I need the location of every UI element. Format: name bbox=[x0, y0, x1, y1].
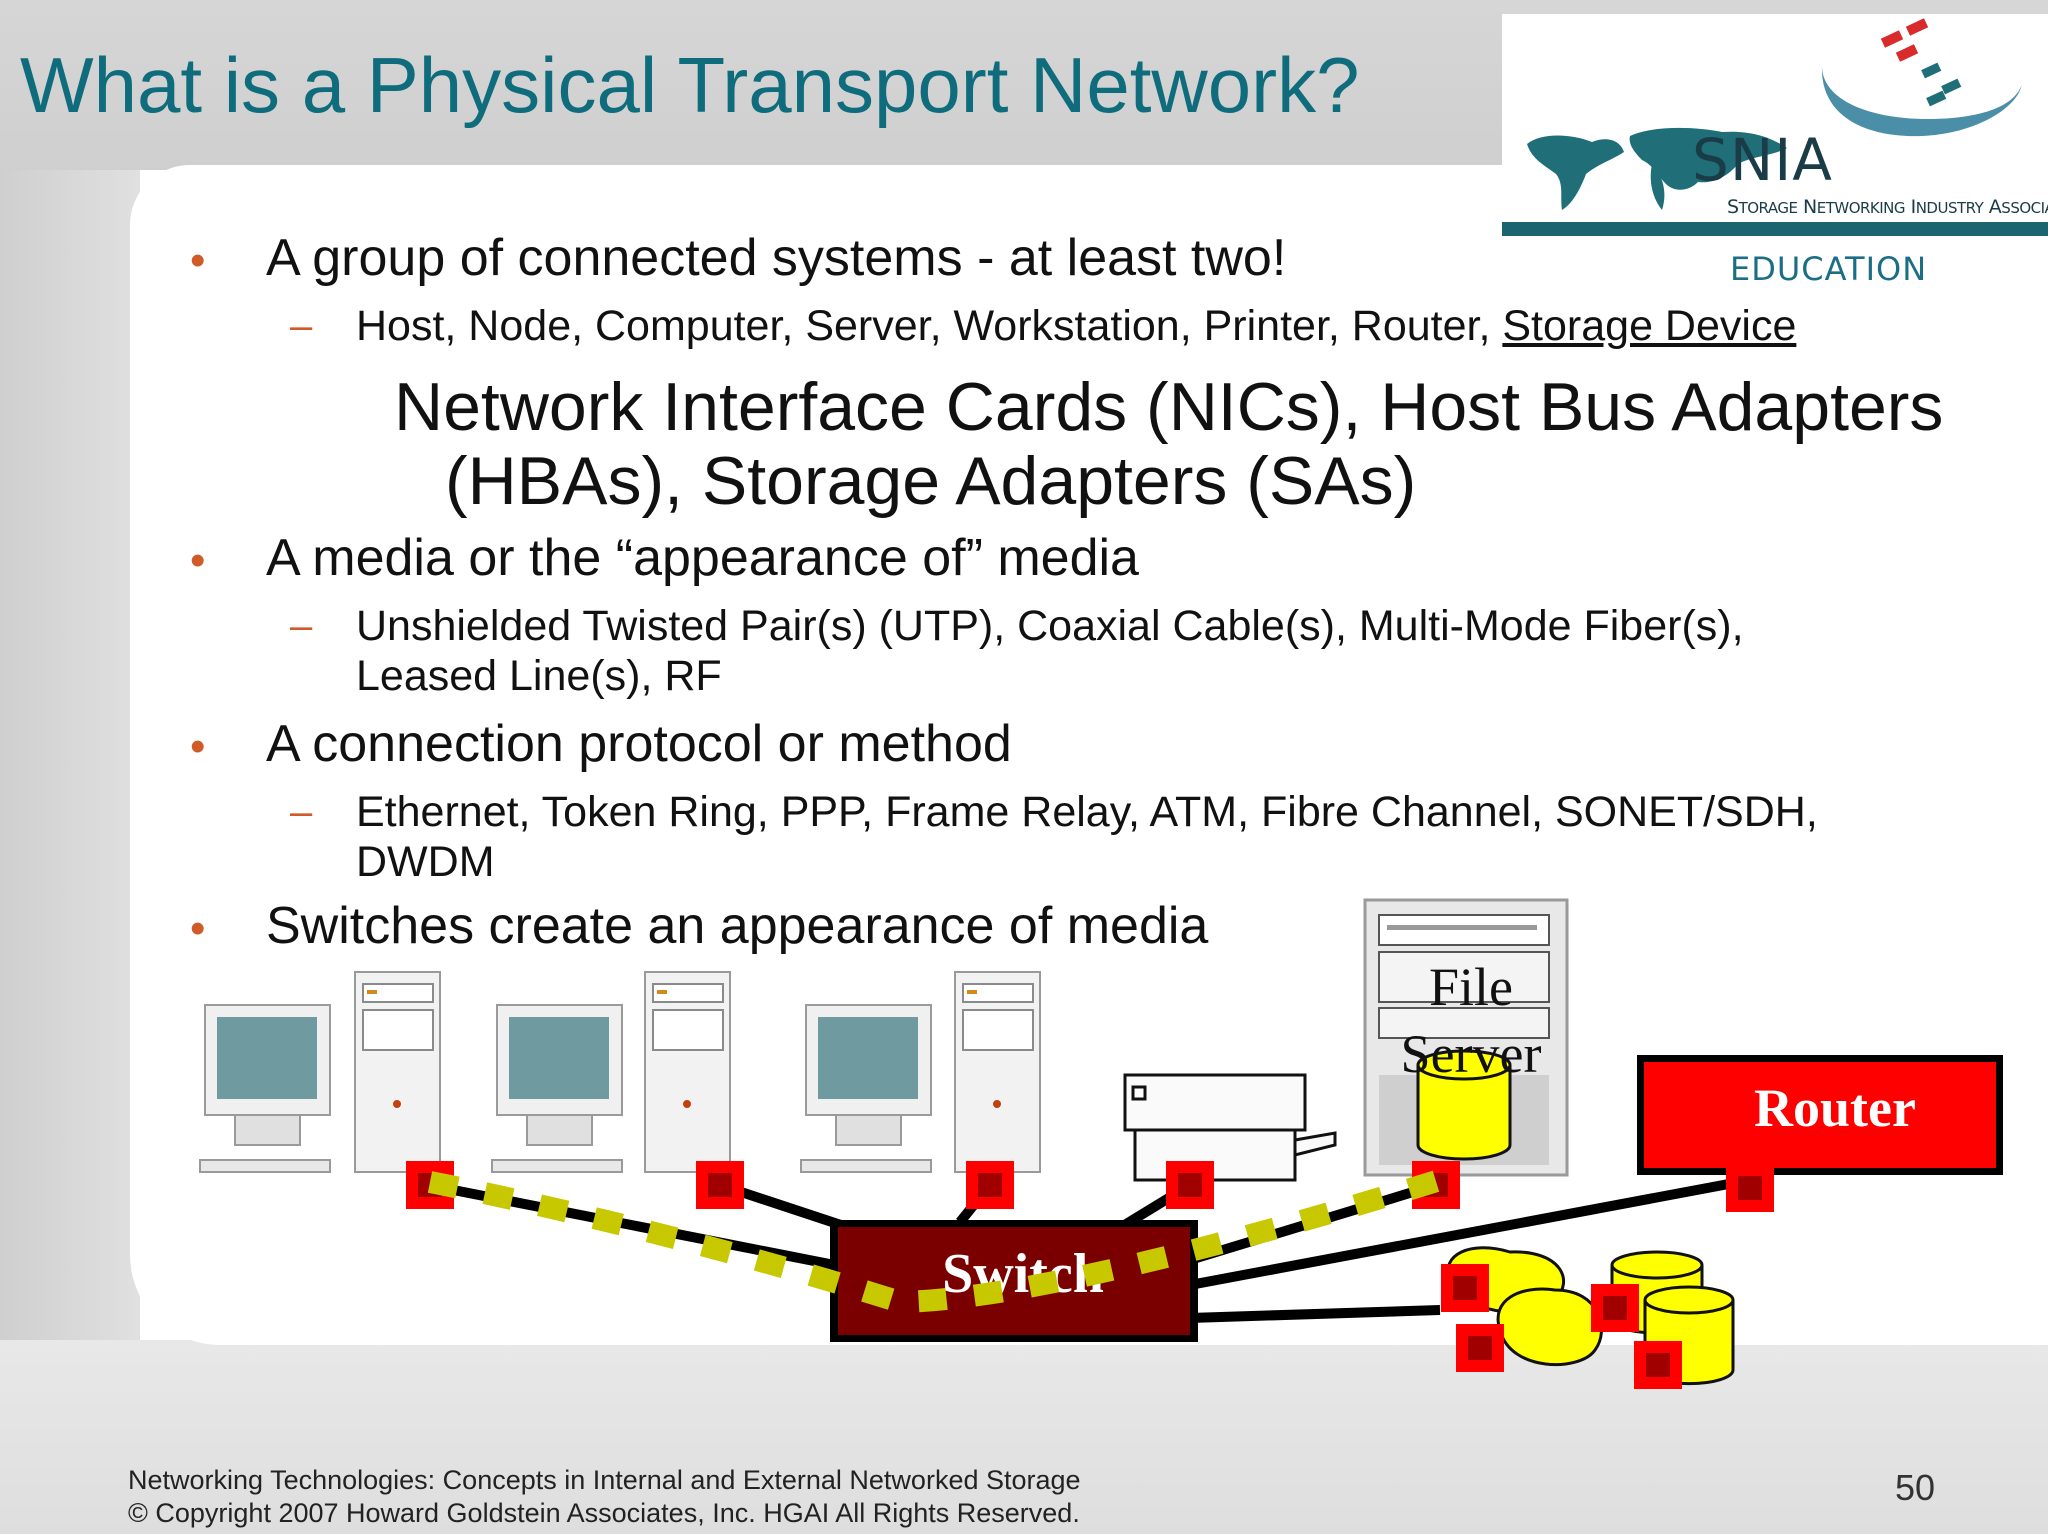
page-number: 50 bbox=[1895, 1467, 1936, 1508]
nic-adapter-core bbox=[1178, 1173, 1202, 1197]
workstation-icon bbox=[199, 1004, 331, 1173]
sub-bullet-3-line-1: Ethernet, Token Ring, PPP, Frame Relay, … bbox=[356, 788, 1818, 836]
router-label: Router bbox=[1754, 1078, 1916, 1138]
sub-bullet-3-line-2: DWDM bbox=[356, 838, 495, 886]
left-background bbox=[0, 170, 140, 1534]
logo-education: EDUCATION bbox=[1730, 250, 1928, 288]
nic-adapter-core bbox=[1468, 1336, 1492, 1360]
bullet-4: Switches create an appearance of media bbox=[266, 897, 1209, 955]
tower-icon bbox=[644, 971, 731, 1173]
switch-label: Switch bbox=[942, 1243, 1104, 1305]
sub-bullet-2-line-1: Unshielded Twisted Pair(s) (UTP), Coaxia… bbox=[356, 602, 1744, 650]
bullet-2: A media or the “appearance of” media bbox=[266, 529, 1139, 587]
footer-line-1: Networking Technologies: Concepts in Int… bbox=[128, 1465, 1081, 1495]
sub-bullet-1: Host, Node, Computer, Server, Workstatio… bbox=[356, 302, 1796, 351]
storage-device-underlined: Storage Device bbox=[1502, 302, 1797, 350]
sub-dash: – bbox=[290, 790, 313, 834]
logo-bar bbox=[1502, 222, 2048, 236]
bullet-3: A connection protocol or method bbox=[266, 715, 1012, 773]
sub-dash: – bbox=[290, 304, 313, 348]
logo-name: SNIA bbox=[1692, 126, 1833, 194]
nic-adapter-core bbox=[708, 1173, 732, 1197]
workstation-icon bbox=[491, 1004, 623, 1173]
tower-icon bbox=[954, 971, 1041, 1173]
file-server-label-2: Server bbox=[1401, 1024, 1542, 1084]
storage-cylinder-icon bbox=[1496, 1287, 1603, 1367]
big-text-line-1: Network Interface Cards (NICs), Host Bus… bbox=[394, 369, 1944, 445]
logo-subtitle: STORAGE NETWORKING INDUSTRY ASSOCIATION bbox=[1727, 196, 2048, 218]
big-text-line-2: (HBAs), Storage Adapters (SAs) bbox=[445, 443, 1417, 519]
file-server-label-1: File bbox=[1429, 957, 1513, 1017]
file-server-icon: File Server bbox=[1363, 898, 1569, 1177]
bullet-dot: • bbox=[190, 536, 206, 585]
sub-bullet-1-text: Host, Node, Computer, Server, Workstatio… bbox=[356, 302, 1503, 350]
workstation-icon bbox=[800, 1004, 932, 1173]
footer-line-2: © Copyright 2007 Howard Goldstein Associ… bbox=[128, 1498, 1080, 1528]
nic-adapter-core bbox=[1603, 1296, 1627, 1320]
switch-box: Switch bbox=[830, 1220, 1198, 1342]
logical-media-path bbox=[427, 1169, 1444, 1314]
nic-adapter-core bbox=[1453, 1276, 1477, 1300]
snia-logo-graphic bbox=[1527, 18, 2022, 210]
nic-adapter-core bbox=[1738, 1176, 1762, 1200]
tower-icon bbox=[354, 971, 441, 1173]
bullet-1: A group of connected systems - at least … bbox=[266, 229, 1287, 287]
sub-dash: – bbox=[290, 604, 313, 648]
sub-bullet-2-line-2: Leased Line(s), RF bbox=[356, 652, 722, 700]
nic-adapter-core bbox=[978, 1173, 1002, 1197]
nic-adapter-core bbox=[1646, 1353, 1670, 1377]
bullet-dot: • bbox=[190, 236, 206, 285]
bullet-dot: • bbox=[190, 722, 206, 771]
slide-title: What is a Physical Transport Network? bbox=[20, 41, 1360, 129]
snia-logo: SNIA STORAGE NETWORKING INDUSTRY ASSOCIA… bbox=[1502, 14, 2048, 288]
printer-icon bbox=[1123, 1073, 1337, 1182]
bullet-dot: • bbox=[190, 904, 206, 953]
router-box-icon: Router bbox=[1637, 1055, 2003, 1175]
